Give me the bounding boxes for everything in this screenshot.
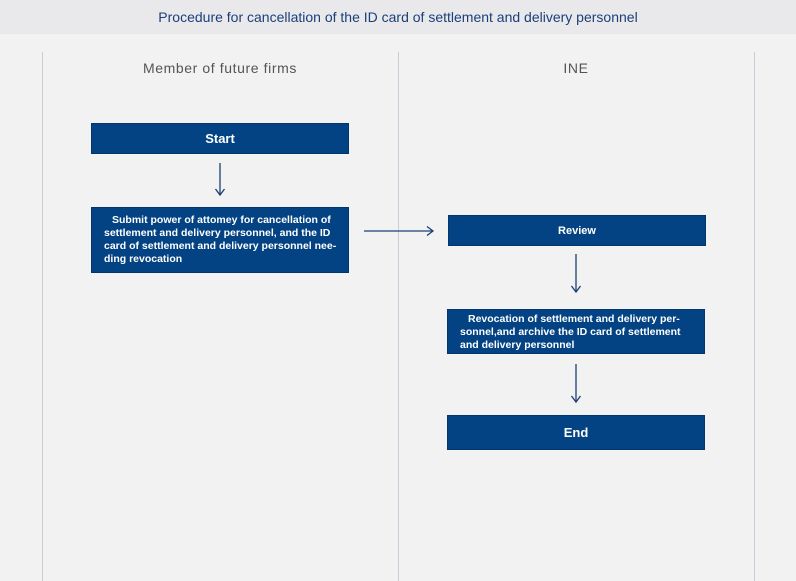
- arrow-review-to-revocation: [570, 254, 582, 294]
- submit-box: Submit power of attomey for cancellation…: [91, 207, 349, 273]
- end-box: End: [447, 415, 705, 450]
- lane-header-ine: INE: [563, 60, 589, 76]
- arrow-start-to-submit: [214, 163, 226, 197]
- end-label: End: [563, 425, 589, 440]
- revocation-label: Revocation of settlement and delivery pe…: [460, 313, 681, 351]
- revocation-box: Revocation of settlement and delivery pe…: [447, 309, 705, 354]
- page-title: Procedure for cancellation of the ID car…: [158, 9, 638, 25]
- lane-divider-middle: [398, 52, 399, 581]
- arrow-submit-to-review: [364, 225, 435, 237]
- start-label: Start: [205, 131, 235, 146]
- lane-header-member: Member of future firms: [142, 60, 297, 76]
- review-label: Review: [558, 224, 596, 237]
- lane-divider-right: [754, 52, 755, 581]
- review-box: Review: [448, 215, 706, 246]
- submit-label: Submit power of attomey for cancellation…: [104, 214, 337, 265]
- arrow-revocation-to-end: [570, 364, 582, 404]
- start-box: Start: [91, 123, 349, 154]
- lane-divider-left: [42, 52, 43, 581]
- title-bar: Procedure for cancellation of the ID car…: [0, 0, 796, 34]
